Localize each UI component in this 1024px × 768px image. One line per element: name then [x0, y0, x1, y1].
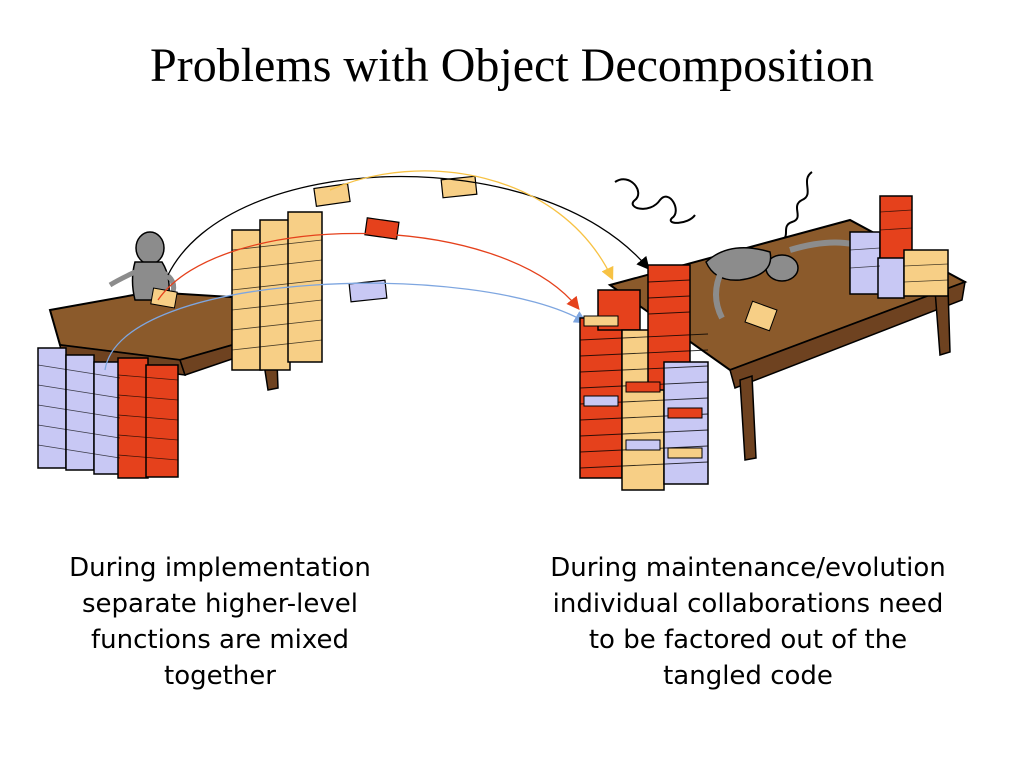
decomposition-illustration: [37, 170, 968, 491]
right-caption-line: tangled code: [663, 661, 833, 691]
left-caption-line: separate higher-level: [82, 589, 358, 619]
right-caption-line: individual collaborations need: [552, 589, 944, 619]
left-caption: During implementation separate higher-le…: [30, 550, 410, 694]
right-caption: During maintenance/evolution individual …: [498, 550, 998, 694]
left-caption-line: together: [164, 661, 276, 691]
left-caption-line: During implementation: [69, 553, 371, 583]
right-paper-stacks: [849, 195, 949, 299]
tangled-code-stacks: [579, 264, 709, 491]
left-paper-stacks: [37, 211, 323, 479]
slide-title: Problems with Object Decomposition: [150, 39, 874, 92]
right-caption-line: During maintenance/evolution: [550, 553, 946, 583]
right-caption-line: to be factored out of the: [588, 625, 908, 655]
collaboration-arcs: [104, 170, 650, 371]
left-caption-line: functions are mixed: [91, 625, 349, 655]
confusion-squiggles: [614, 171, 813, 241]
